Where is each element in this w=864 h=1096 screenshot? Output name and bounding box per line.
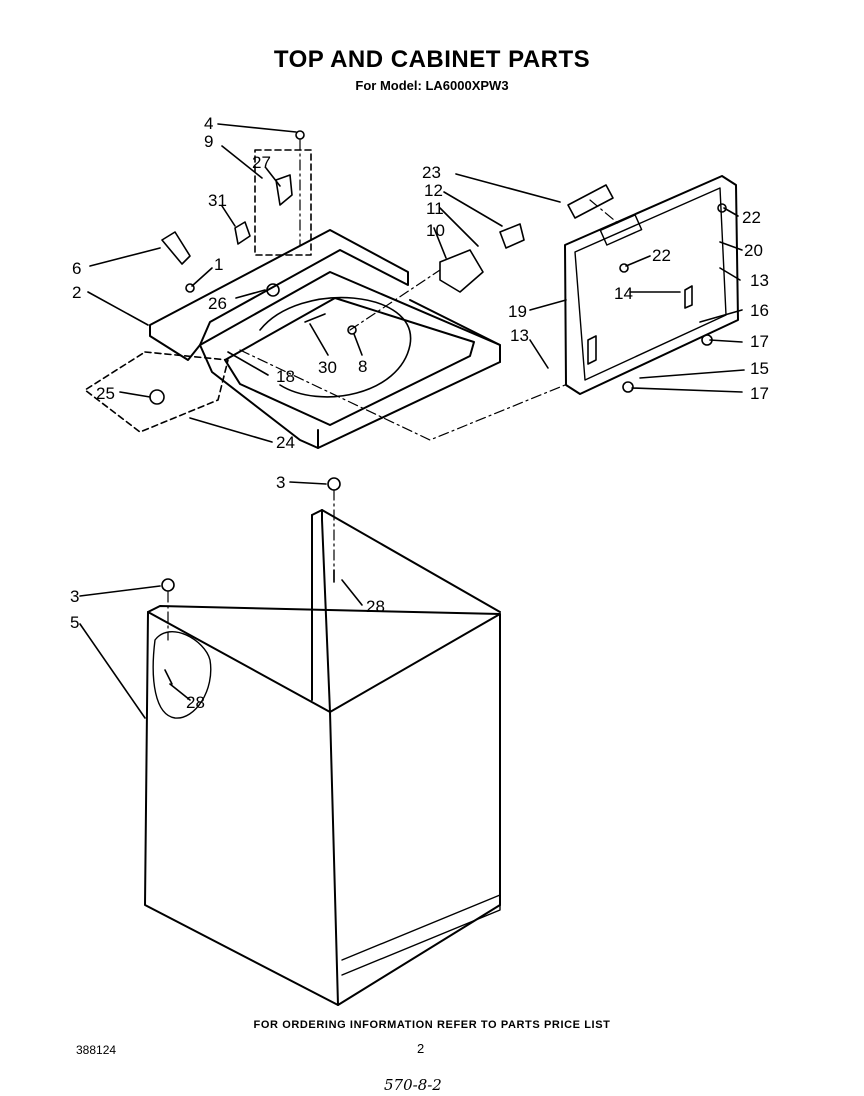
callout-2: 2: [72, 283, 81, 302]
callout-31: 31: [208, 191, 227, 210]
assembly-lines: [167, 139, 621, 641]
washer-top: [149, 229, 501, 449]
ordering-note: FOR ORDERING INFORMATION REFER TO PARTS …: [253, 1019, 611, 1031]
callout-6: 6: [72, 259, 81, 278]
callout-18: 18: [276, 367, 295, 386]
callout-30: 30: [318, 358, 337, 377]
callout-20: 20: [744, 241, 763, 260]
callout-26: 26: [208, 294, 227, 313]
callout-23: 23: [422, 163, 441, 182]
callout-22a: 22: [742, 208, 761, 227]
callout-8: 8: [358, 357, 367, 376]
callout-10: 10: [426, 221, 445, 240]
callout-17b: 17: [750, 384, 769, 403]
callout-22b: 22: [652, 246, 671, 265]
callout-24: 24: [276, 433, 295, 452]
callout-labels: 4 9 27 31 6 1 2 26 25 18 30 8 24 23 12 1…: [70, 114, 769, 712]
leader-lines: [79, 123, 745, 719]
handwritten-note: 570-8-2: [384, 1076, 442, 1094]
callout-11: 11: [426, 199, 444, 218]
callout-9: 9: [204, 132, 213, 151]
page-title: TOP AND CABINET PARTS: [273, 46, 591, 73]
callout-25: 25: [96, 384, 115, 403]
callout-17a: 17: [750, 332, 769, 351]
callout-5: 5: [70, 613, 79, 632]
callout-13a: 13: [750, 271, 769, 290]
page-number: 2: [417, 1041, 425, 1056]
callout-3b: 3: [70, 587, 79, 606]
callout-13b: 13: [510, 326, 529, 345]
model-subtitle: For Model: LA6000XPW3: [355, 78, 509, 93]
callout-12: 12: [424, 181, 443, 200]
callout-3a: 3: [276, 473, 285, 492]
rear-panel: [564, 175, 739, 395]
callout-4: 4: [204, 114, 213, 133]
callout-15: 15: [750, 359, 769, 378]
callout-28b: 28: [186, 693, 205, 712]
callout-16: 16: [750, 301, 769, 320]
callout-19: 19: [508, 302, 527, 321]
cabinet: [144, 509, 501, 1006]
callout-14: 14: [614, 284, 633, 303]
callout-1: 1: [214, 255, 223, 274]
document-number: 388124: [76, 1043, 117, 1057]
callout-27: 27: [252, 153, 271, 172]
callout-28a: 28: [366, 597, 385, 616]
